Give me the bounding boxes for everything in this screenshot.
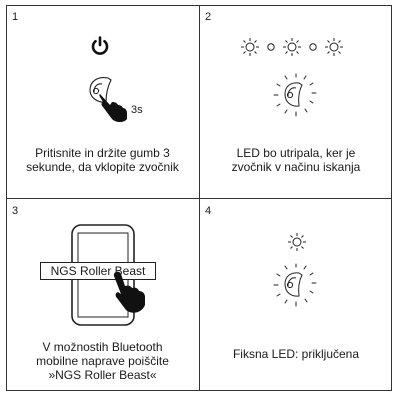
step-2-caption: LED bo utripala, ker je zvočnik v načinu… (200, 146, 392, 174)
caption-line: mobilne naprave poiščite (36, 354, 169, 368)
caption-line: Pritisnite in držite gumb 3 (35, 146, 170, 160)
step-4-caption: Fiksna LED: priključena (200, 347, 392, 361)
caption-line: »NGS Roller Beast« (48, 368, 157, 382)
speaker-led-icon (273, 263, 317, 307)
caption-line: zvočnik v načinu iskanja (231, 160, 361, 174)
step-number: 3 (12, 205, 19, 217)
step-number: 2 (205, 11, 212, 23)
power-icon (91, 36, 109, 55)
step-number: 1 (12, 11, 19, 23)
grid-divider-horizontal (6, 198, 392, 199)
steady-led-icon (288, 233, 306, 251)
caption-line: V možnostih Bluetooth (42, 340, 163, 354)
step-3-caption: V možnostih Bluetooth mobilne naprave po… (6, 340, 199, 382)
caption-line: sekunde, da vklopite zvočnik (26, 160, 179, 174)
caption-line: LED bo utripala, ker je (236, 146, 356, 160)
tap-hand-icon (113, 271, 145, 313)
blinking-led-icon (241, 38, 343, 56)
step-1-caption: Pritisnite in držite gumb 3 sekunde, da … (6, 146, 199, 174)
hold-time-label: 3s (131, 104, 143, 116)
speaker-led-icon (273, 73, 317, 117)
caption-line: Fiksna LED: priključena (232, 347, 360, 361)
press-hand-icon (89, 77, 127, 122)
step-number: 4 (205, 205, 212, 217)
device-name-box: NGS Roller Beast (40, 262, 156, 280)
